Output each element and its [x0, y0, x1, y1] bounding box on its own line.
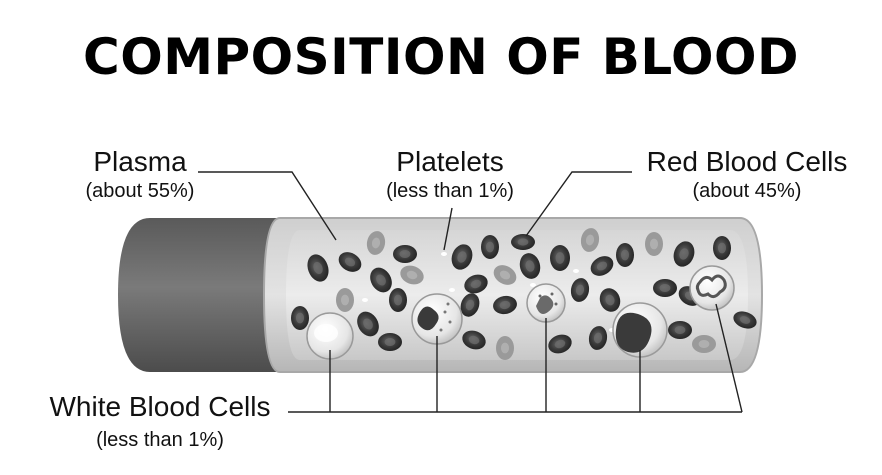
- red-blood-cell: [366, 231, 386, 255]
- platelet: [441, 252, 447, 256]
- red-blood-cell: [496, 336, 514, 360]
- plasma-name: Plasma: [93, 146, 187, 177]
- red-blood-cell: [645, 232, 663, 256]
- red-blood-cell: [668, 321, 692, 339]
- platelet: [362, 298, 368, 302]
- platelet: [449, 288, 455, 292]
- leader-lines: [198, 171, 743, 413]
- platelet: [530, 283, 536, 287]
- red-blood-cell: [357, 311, 379, 337]
- red-blood-cell: [393, 245, 417, 263]
- red-blood-cell: [519, 253, 541, 279]
- red-blood-cell: [570, 278, 590, 302]
- red-blood-cell: [451, 244, 473, 270]
- white-blood-cell: [411, 293, 463, 345]
- red-blood-cell: [481, 235, 499, 259]
- white-blood-cells-share: (less than 1%): [96, 429, 224, 451]
- platelets-share: (less than 1%): [386, 180, 514, 202]
- red-blood-cells-name: Red Blood Cells: [646, 146, 848, 177]
- red-blood-cell: [580, 228, 600, 252]
- red-blood-cell: [590, 256, 614, 276]
- red-blood-cell: [462, 330, 486, 350]
- red-blood-cell: [400, 265, 424, 285]
- red-blood-cell: [548, 334, 572, 354]
- red-blood-cells-leader-line: [525, 171, 632, 237]
- white-blood-cells-label: White Blood Cells (less than 1%): [30, 391, 290, 453]
- red-blood-cell: [336, 288, 354, 312]
- red-blood-cell: [692, 335, 716, 353]
- red-blood-cell: [291, 306, 309, 330]
- red-blood-cell: [493, 265, 517, 285]
- red-blood-cell: [511, 234, 535, 250]
- white-blood-cell: [526, 283, 566, 323]
- platelets-label: Platelets (less than 1%): [365, 146, 535, 204]
- red-blood-cell: [378, 333, 402, 351]
- page-title: COMPOSITION OF BLOOD: [83, 28, 799, 86]
- red-blood-cell: [460, 293, 480, 317]
- red-blood-cell: [370, 267, 392, 293]
- red-blood-cells-share: (about 45%): [692, 180, 802, 202]
- red-blood-cells-label: Red Blood Cells (about 45%): [632, 146, 862, 204]
- red-blood-cell: [733, 311, 757, 329]
- red-blood-cell: [338, 252, 362, 272]
- wbc-leader-5: [715, 303, 743, 413]
- white-blood-cell: [689, 265, 735, 311]
- platelets-leader-line: [443, 207, 453, 251]
- red-blood-cell: [550, 245, 570, 271]
- red-blood-cell: [464, 274, 488, 294]
- white-blood-cell: [306, 312, 354, 360]
- white-blood-cells-name: White Blood Cells: [49, 391, 271, 422]
- red-blood-cell: [616, 243, 634, 267]
- white-blood-cell: [612, 302, 668, 358]
- plasma-label: Plasma (about 55%): [65, 146, 215, 204]
- plasma-leader-line: [198, 171, 337, 241]
- red-blood-cell: [493, 295, 517, 315]
- platelets-name: Platelets: [396, 146, 504, 177]
- red-blood-cell: [389, 288, 407, 312]
- plasma-share: (about 55%): [85, 180, 195, 202]
- platelet: [573, 269, 579, 273]
- vessel-end: [118, 218, 300, 372]
- red-blood-cell: [713, 236, 731, 260]
- red-blood-cell: [653, 279, 677, 297]
- red-blood-cell: [599, 288, 621, 312]
- red-blood-cell: [307, 254, 329, 282]
- red-blood-cell: [588, 326, 608, 350]
- red-blood-cell: [673, 241, 695, 267]
